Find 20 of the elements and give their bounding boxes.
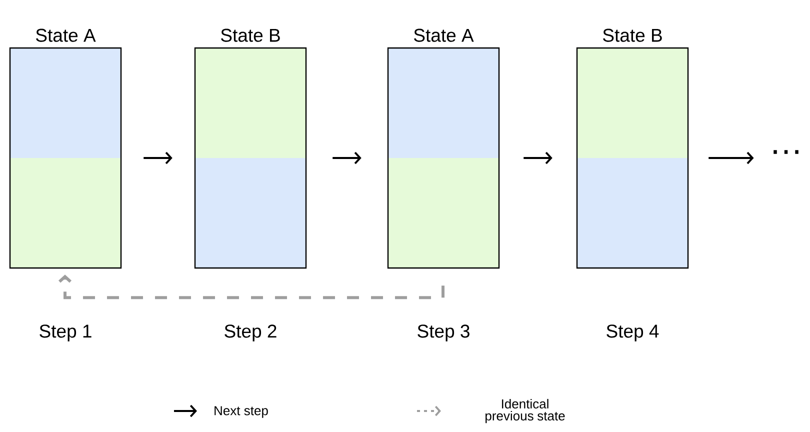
arrow	[144, 152, 172, 164]
ellipsis: …	[774, 150, 798, 154]
arrow	[332, 152, 362, 164]
node-label: State B	[603, 28, 662, 42]
legend-text: Next step	[214, 406, 268, 418]
state-box: State A	[9, 28, 122, 269]
step-label: Step 4	[606, 324, 659, 342]
arrow	[708, 152, 754, 164]
legend-text: Identical previous state	[486, 398, 565, 424]
node-label: State A	[36, 28, 96, 42]
step-label: Step 1	[40, 324, 92, 342]
step-label: Step 2	[224, 324, 276, 342]
step-label: Step 3	[418, 324, 470, 342]
dashed-arrow	[58, 274, 444, 300]
arrow	[524, 152, 552, 164]
state-box: State B	[576, 28, 689, 269]
node-label: State A	[414, 28, 474, 42]
state-box: State A	[387, 28, 500, 269]
node-label: State B	[221, 28, 280, 42]
state-box: State B	[194, 28, 307, 269]
